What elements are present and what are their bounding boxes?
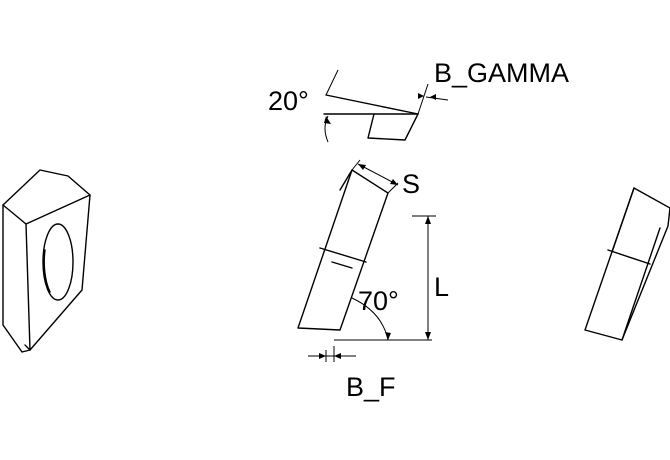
- side-view: [297, 159, 436, 362]
- b-f-label: B_F: [346, 372, 396, 402]
- top-rake-view: [323, 69, 449, 143]
- b-gamma-label: B_GAMMA: [434, 58, 569, 88]
- length-label: L: [434, 272, 449, 302]
- thickness-label: S: [402, 169, 420, 199]
- iso-insert-view: [2, 169, 91, 353]
- side-angle-label: 70°: [358, 286, 399, 316]
- insert-hole: [42, 223, 74, 301]
- right-insert-view: [584, 187, 670, 341]
- top-angle-label: 20°: [268, 86, 309, 116]
